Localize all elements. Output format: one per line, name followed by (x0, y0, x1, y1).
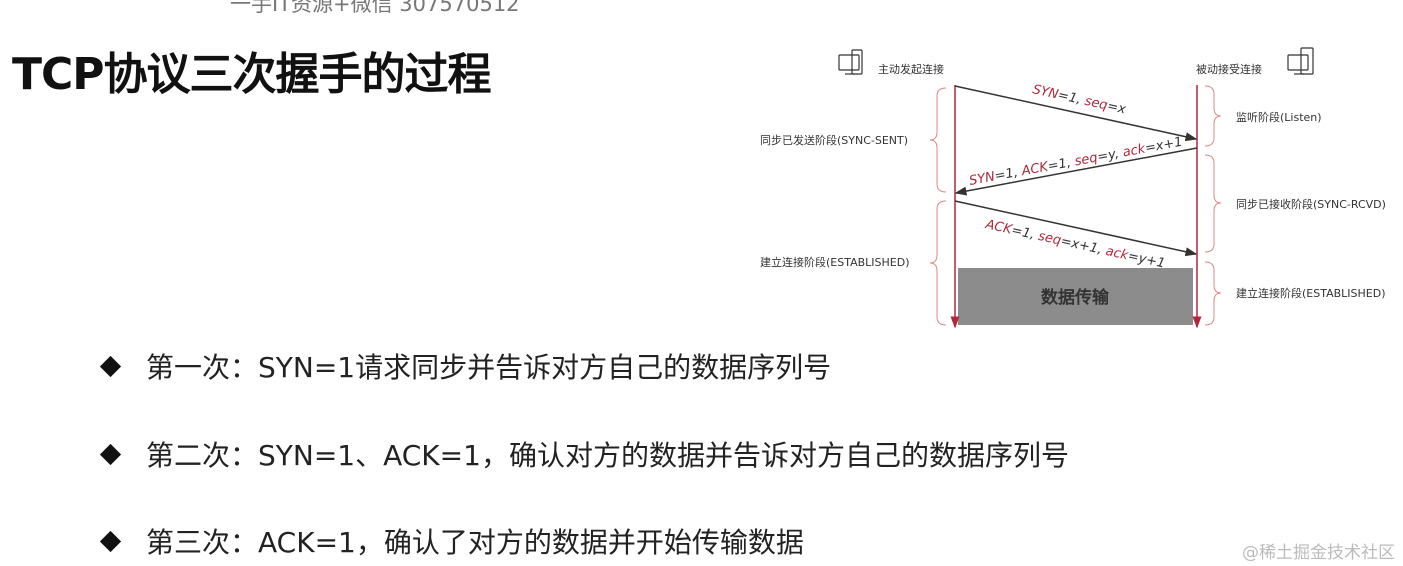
bullet-item-2: 第二次：SYN=1、ACK=1，确认对方的数据并告诉对方自己的数据序列号 (99, 434, 1069, 474)
slide-title: TCP协议三次握手的过程 (12, 49, 492, 100)
bullet-text: 第一次：SYN=1请求同步并告诉对方自己的数据序列号 (146, 351, 832, 384)
client-state-sync-sent: 同步已发送阶段(SYNC-SENT) (760, 133, 908, 147)
bullet-text: 第二次：SYN=1、ACK=1，确认对方的数据并告诉对方自己的数据序列号 (146, 439, 1069, 472)
state-braces (929, 85, 1222, 326)
bullet-item-3: 第三次：ACK=1，确认了对方的数据并开始传输数据 (99, 521, 804, 561)
diamond-bullet-icon (99, 443, 122, 465)
computer-icon-client (838, 49, 863, 75)
diamond-bullet-icon (99, 530, 122, 552)
syn-arrow (954, 85, 1198, 142)
ack-message: ACK=1, seq=x+1, ack=y+1 (983, 217, 1166, 272)
server-label: 被动接受连接 (1196, 63, 1262, 76)
bullet-item-1: 第一次：SYN=1请求同步并告诉对方自己的数据序列号 (99, 346, 832, 386)
diamond-bullet-icon (99, 355, 122, 377)
watermark-bottom: @稀土掘金技术社区 (1242, 543, 1395, 563)
server-state-established: 建立连接阶段(ESTABLISHED) (1236, 286, 1386, 300)
ack-arrow (954, 200, 1198, 257)
bullet-text: 第三次：ACK=1，确认了对方的数据并开始传输数据 (146, 526, 804, 559)
client-state-established: 建立连接阶段(ESTABLISHED) (760, 255, 910, 269)
syn-message: SYN=1, seq=x (1031, 82, 1127, 117)
client-label: 主动发起连接 (878, 62, 944, 76)
server-state-sync-rcvd: 同步已接收阶段(SYNC-RCVD) (1236, 197, 1386, 211)
server-state-listen: 监听阶段(Listen) (1236, 110, 1322, 124)
computer-icon-server (1287, 47, 1314, 75)
syn-ack-message: SYN=1, ACK=1, seq=y, ack=x+1 (968, 135, 1184, 189)
data-transfer-label: 数据传输 (1041, 287, 1110, 308)
syn-ack-arrow (954, 147, 1198, 196)
watermark-top: 一手IT资源+微信 307570512 (230, 0, 520, 16)
data-transfer-box (958, 268, 1193, 325)
